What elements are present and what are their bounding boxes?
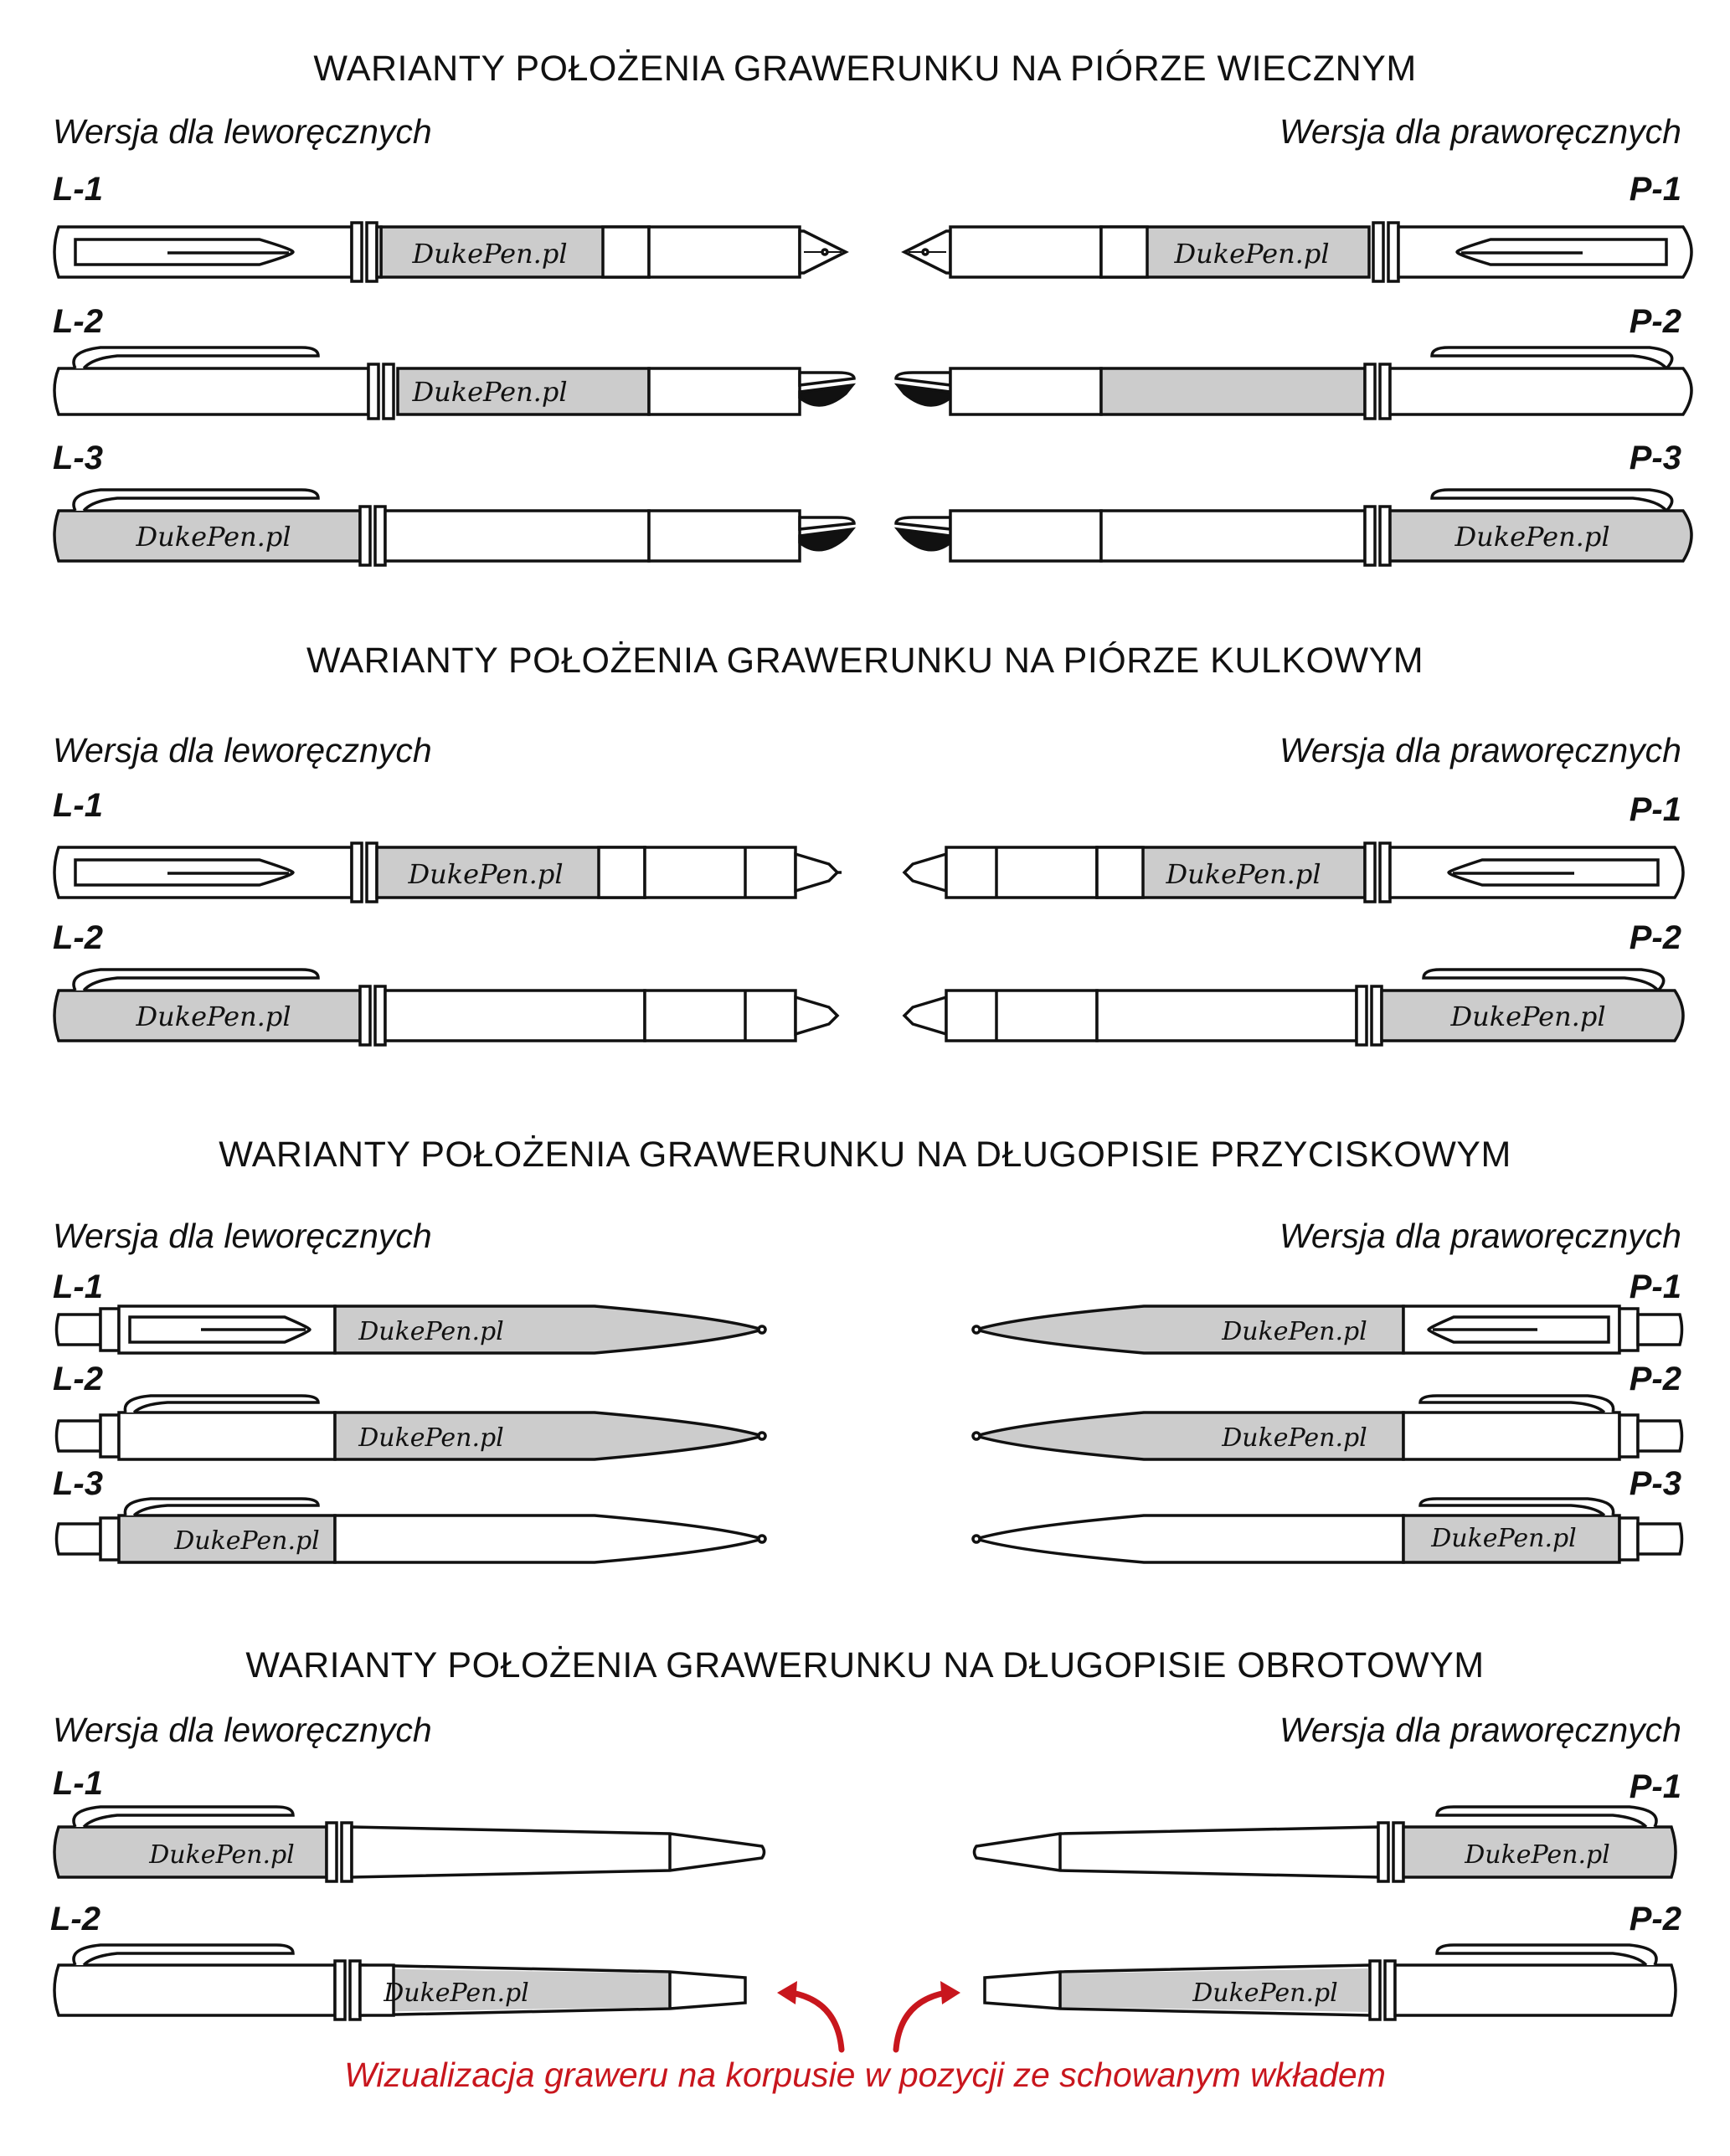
right-version-label: Wersja dla praworęcznych <box>1279 1217 1681 1255</box>
engraving-text: DukePen.pl <box>407 858 563 890</box>
rollerball-p2: DukePen.pl <box>902 968 1685 1047</box>
engraving-text: DukePen.pl <box>1173 238 1329 270</box>
left-version-label: Wersja dla leworęcznych <box>53 112 432 151</box>
twist-ballpoint-p2: DukePen.pl <box>983 1943 1677 2021</box>
engraving-text: DukePen.pl <box>358 1423 504 1453</box>
twist-ballpoint-l1: DukePen.pl <box>53 1805 766 1883</box>
right-version-label: Wersja dla praworęcznych <box>1279 731 1681 769</box>
engraving-text: DukePen.pl <box>1430 1524 1577 1553</box>
engraving-text: DukePen.pl <box>411 238 567 270</box>
variant-label-l1: L-1 <box>53 171 103 208</box>
engraving-text: DukePen.pl <box>1454 521 1609 553</box>
fountain-pen-p3: DukePen.pl <box>893 488 1693 567</box>
engraving-text: DukePen.pl <box>1221 1423 1367 1453</box>
variant-label-p1: P-1 <box>1629 171 1681 208</box>
variant-label-p3: P-3 <box>1629 1465 1681 1502</box>
rollerball-l2: DukePen.pl <box>53 968 840 1047</box>
fountain-pen-l2: DukePen.pl <box>53 346 857 420</box>
variant-label-p1: P-1 <box>1629 1268 1681 1305</box>
variant-label-l2: L-2 <box>53 1361 103 1397</box>
engraving-text: DukePen.pl <box>173 1526 320 1556</box>
variant-label-l3: L-3 <box>53 1465 103 1502</box>
ballpoint-l3: DukePen.pl <box>54 1497 768 1564</box>
variant-label-p3: P-3 <box>1629 440 1681 476</box>
ballpoint-l1: DukePen.pl <box>54 1304 768 1355</box>
engraving-text: DukePen.pl <box>148 1840 295 1870</box>
variant-label-l1: L-1 <box>53 1765 103 1802</box>
left-curved-arrow-icon <box>788 1989 845 2053</box>
rollerball-l1: DukePen.pl <box>53 841 842 903</box>
variant-label-l2: L-2 <box>50 1901 100 1937</box>
fountain-pen-l1: DukePen.pl <box>53 221 849 283</box>
variant-label-p1: P-1 <box>1629 791 1681 828</box>
pen-drawing <box>53 221 849 283</box>
engraving-text: DukePen.pl <box>1449 1001 1605 1032</box>
engraving-text: DukePen.pl <box>135 521 291 553</box>
section-title-click-ballpoint: WARIANTY POŁOŻENIA GRAWERUNKU NA DŁUGOPI… <box>219 1135 1511 1175</box>
footer-note: Wizualizacja graweru na korpusie w pozyc… <box>344 2056 1386 2094</box>
fountain-pen-p2 <box>893 346 1693 420</box>
right-version-label: Wersja dla praworęcznych <box>1279 1711 1681 1749</box>
section-title-twist-ballpoint: WARIANTY POŁOŻENIA GRAWERUNKU NA DŁUGOPI… <box>245 1645 1485 1685</box>
ballpoint-p3: DukePen.pl <box>971 1497 1684 1564</box>
right-curved-arrow-icon <box>893 1989 950 2053</box>
engraving-text: DukePen.pl <box>135 1001 291 1032</box>
variant-label-p2: P-2 <box>1629 1361 1681 1397</box>
engraving-text: DukePen.pl <box>1165 858 1321 890</box>
variant-label-l1: L-1 <box>53 1268 103 1305</box>
fountain-pen-p1: DukePen.pl <box>901 221 1693 283</box>
engraving-text: DukePen.pl <box>358 1317 504 1346</box>
engraving-text: DukePen.pl <box>1221 1317 1367 1346</box>
right-version-label: Wersja dla praworęcznych <box>1279 112 1681 151</box>
ballpoint-l2: DukePen.pl <box>54 1394 768 1461</box>
ballpoint-p2: DukePen.pl <box>971 1394 1684 1461</box>
twist-ballpoint-p1: DukePen.pl <box>972 1805 1677 1883</box>
engraving-text: DukePen.pl <box>1464 1840 1610 1870</box>
left-version-label: Wersja dla leworęcznych <box>53 731 432 769</box>
ballpoint-p1: DukePen.pl <box>971 1304 1684 1355</box>
variant-label-p2: P-2 <box>1629 303 1681 340</box>
fountain-pen-l3: DukePen.pl <box>53 488 857 567</box>
variant-label-p1: P-1 <box>1629 1768 1681 1805</box>
variant-label-l1: L-1 <box>53 787 103 824</box>
variant-label-p2: P-2 <box>1629 1901 1681 1937</box>
section-title-rollerball: WARIANTY POŁOŻENIA GRAWERUNKU NA PIÓRZE … <box>306 641 1424 681</box>
variant-label-l2: L-2 <box>53 919 103 956</box>
section-title-fountain-pen: WARIANTY POŁOŻENIA GRAWERUNKU NA PIÓRZE … <box>313 49 1417 89</box>
twist-ballpoint-l2: DukePen.pl <box>53 1943 747 2021</box>
engraving-text: DukePen.pl <box>411 376 567 408</box>
variant-label-p2: P-2 <box>1629 919 1681 956</box>
engraving-text: DukePen.pl <box>383 1978 529 2008</box>
engraving-text: DukePen.pl <box>1192 1978 1338 2008</box>
left-version-label: Wersja dla leworęcznych <box>53 1711 432 1749</box>
variant-label-l2: L-2 <box>53 303 103 340</box>
variant-label-l3: L-3 <box>53 440 103 476</box>
left-version-label: Wersja dla leworęcznych <box>53 1217 432 1255</box>
rollerball-p1: DukePen.pl <box>902 841 1685 903</box>
